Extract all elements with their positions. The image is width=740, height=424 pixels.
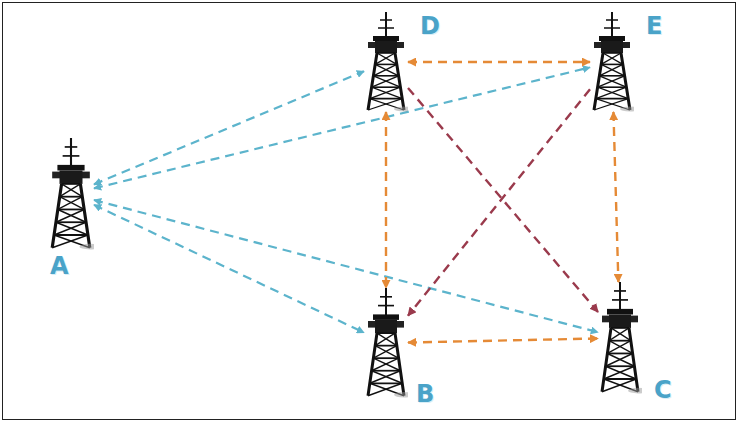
tower-icon (364, 12, 408, 112)
link-arrow (408, 338, 598, 342)
link-arrow (94, 205, 364, 333)
link-arrow (94, 71, 364, 184)
tower-icon (598, 282, 642, 394)
tower-label: C (654, 378, 672, 402)
tower-label: B (416, 382, 434, 406)
link-arrow (94, 200, 598, 332)
tower-node: B (364, 288, 408, 398)
link-arrow (385, 112, 387, 288)
tower-icon (48, 138, 94, 250)
tower-label: D (420, 14, 440, 38)
link-arrow (613, 112, 618, 282)
tower-icon (364, 288, 408, 398)
tower-node: E (590, 12, 634, 112)
link-arrow (94, 67, 590, 188)
tower-label: A (50, 254, 69, 278)
tower-node: D (364, 12, 408, 112)
tower-node: C (598, 282, 642, 394)
tower-icon (590, 12, 634, 112)
tower-node: A (48, 138, 94, 250)
tower-label: E (646, 14, 662, 38)
link-arrow (408, 89, 590, 315)
link-arrow (408, 61, 590, 63)
